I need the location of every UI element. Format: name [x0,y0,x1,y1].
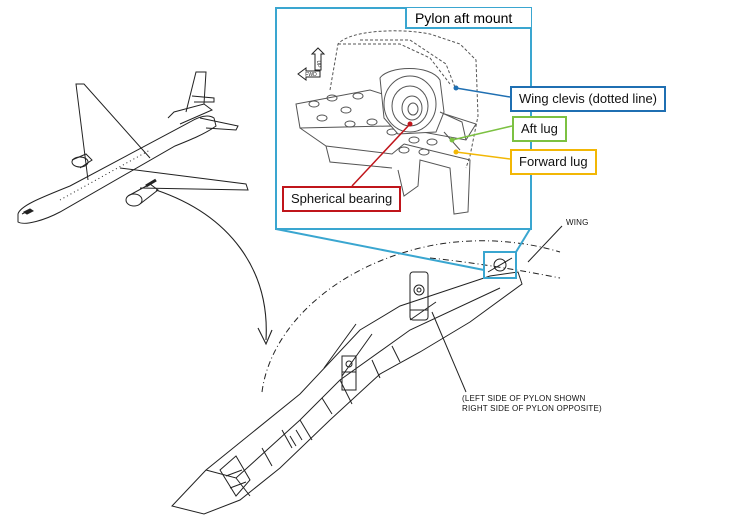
aft-lug-leader [451,125,513,141]
inset-mount-detail [295,30,479,215]
wing-label: WING [566,218,589,227]
callout-leaders [351,85,513,187]
up-marker-label: UP [315,61,321,69]
aircraft-illustration [17,71,249,224]
pylon-note-line1: (LEFT SIDE OF PYLON SHOWN [462,394,586,403]
inset-title: Pylon aft mount [405,8,531,29]
aft-lug-callout: Aft lug [512,116,567,142]
spherical-bearing-leader [351,123,411,187]
zoom-arrow [155,189,273,346]
spherical-bearing-callout: Spherical bearing [282,186,402,212]
orientation-markers [297,47,326,81]
wing-clevis-leader [455,87,511,98]
forward-lug-callout: Forward lug [510,149,597,175]
inset-connector-lines [275,228,531,271]
fwd-marker-label: FWD [305,72,317,78]
pylon-note-line2: RIGHT SIDE OF PYLON OPPOSITE) [462,404,602,413]
forward-lug-leader [455,151,511,160]
wing-clevis-callout: Wing clevis (dotted line) [510,86,666,112]
fwd-marker [297,67,321,81]
pylon-structure-drawing [171,225,563,515]
up-marker [310,47,326,71]
